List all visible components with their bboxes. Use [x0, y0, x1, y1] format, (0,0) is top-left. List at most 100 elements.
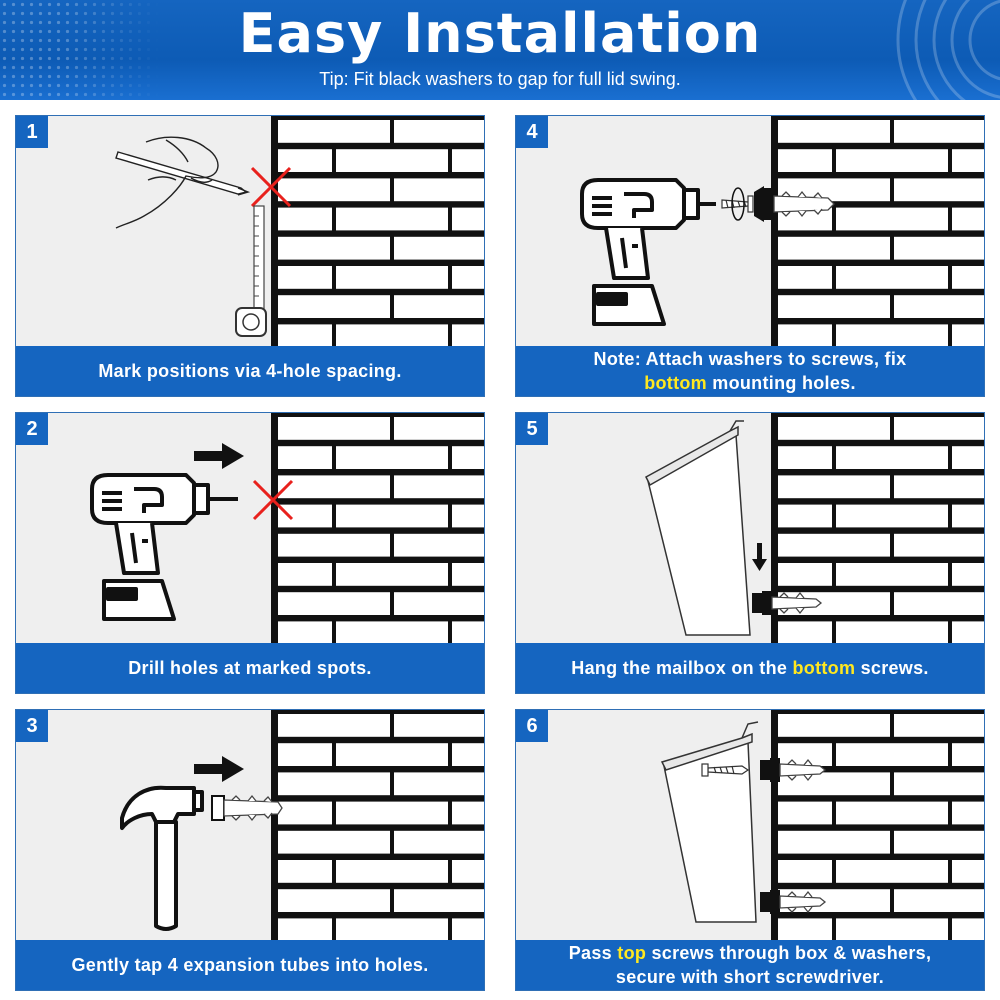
- brick: [894, 475, 984, 499]
- arrow-right-icon: [194, 443, 244, 469]
- brick: [778, 236, 890, 260]
- mailbox-icon: [660, 721, 759, 923]
- brick: [394, 120, 484, 143]
- expansion-tube-icon: [779, 890, 827, 914]
- brick: [778, 504, 832, 528]
- step-panel-5: 5 Hang the mailbox on the bottom screws.: [515, 412, 985, 694]
- brick: [336, 860, 448, 883]
- brick: [778, 714, 890, 737]
- brick: [278, 504, 332, 528]
- page-title: Easy Installation: [238, 2, 762, 65]
- brick: [278, 266, 332, 289]
- brick: [778, 621, 832, 645]
- brick: [278, 714, 390, 737]
- brick-wall-icon: [271, 710, 484, 942]
- brick: [278, 860, 332, 883]
- brick: [336, 801, 448, 825]
- brick: [278, 918, 332, 942]
- screw-icon: [701, 763, 750, 777]
- brick: [952, 446, 984, 469]
- brick: [452, 801, 484, 825]
- brick: [452, 149, 484, 172]
- brick: [894, 417, 984, 440]
- brick: [278, 295, 390, 318]
- brick: [336, 504, 448, 528]
- brick: [336, 324, 448, 348]
- brick: [836, 918, 948, 942]
- brick: [836, 621, 948, 645]
- brick: [894, 592, 984, 615]
- brick: [778, 533, 890, 557]
- washer-icon: [754, 186, 774, 222]
- brick: [394, 417, 484, 440]
- brick: [894, 295, 984, 318]
- step-number: 3: [16, 710, 48, 742]
- brick: [452, 860, 484, 883]
- arrow-down-icon: [752, 543, 767, 571]
- brick: [778, 860, 832, 883]
- brick: [778, 830, 890, 854]
- step-caption: Mark positions via 4-hole spacing.: [16, 346, 484, 396]
- brick: [278, 178, 390, 202]
- tape-measure-icon: [235, 205, 267, 337]
- expansion-tube-icon: [211, 794, 283, 822]
- step-panel-3: 3 Gently tap 4 expansion tubes into hole…: [15, 709, 485, 991]
- brick: [952, 504, 984, 528]
- brick: [836, 504, 948, 528]
- step-caption: Note: Attach washers to screws, fix bott…: [516, 346, 984, 396]
- brick: [278, 563, 332, 586]
- step-panel-2: 2 Drill holes at marked spots.: [15, 412, 485, 694]
- washer-icon: [752, 591, 772, 615]
- washer-icon: [760, 890, 780, 914]
- step-panel-1: 1 Mark positions via 4-hole spacing.: [15, 115, 485, 397]
- brick: [336, 266, 448, 289]
- brick: [952, 743, 984, 766]
- brick: [952, 324, 984, 348]
- brick: [394, 830, 484, 854]
- brick: [452, 324, 484, 348]
- brick: [894, 714, 984, 737]
- brick: [278, 120, 390, 143]
- brick: [394, 714, 484, 737]
- brick: [778, 417, 890, 440]
- brick: [278, 743, 332, 766]
- pencil-hand-icon: [115, 136, 251, 229]
- brick: [778, 324, 832, 348]
- brick: [894, 889, 984, 912]
- step-caption: Pass top screws through box & washers, s…: [516, 940, 984, 990]
- power-drill-icon: [580, 178, 716, 326]
- brick: [894, 178, 984, 202]
- brick-wall-icon: [771, 710, 984, 942]
- brick: [394, 533, 484, 557]
- brick: [278, 149, 332, 172]
- step-number: 1: [16, 116, 48, 148]
- header-banner: Easy Installation Tip: Fit black washers…: [0, 0, 1000, 100]
- dot-pattern: [0, 0, 160, 100]
- expansion-tube-icon: [771, 591, 823, 615]
- brick: [278, 417, 390, 440]
- brick: [778, 178, 890, 202]
- brick-wall-icon: [271, 116, 484, 348]
- step-number: 4: [516, 116, 548, 148]
- arrow-right-icon: [194, 756, 244, 782]
- brick: [836, 801, 948, 825]
- brick: [952, 918, 984, 942]
- brick: [452, 266, 484, 289]
- brick: [278, 533, 390, 557]
- expansion-tube-icon: [779, 758, 827, 782]
- brick: [452, 446, 484, 469]
- brick: [836, 446, 948, 469]
- brick: [394, 475, 484, 499]
- step-caption: Drill holes at marked spots.: [16, 643, 484, 693]
- brick: [336, 149, 448, 172]
- brick: [278, 801, 332, 825]
- brick: [778, 266, 832, 289]
- brick: [336, 207, 448, 231]
- screw-icon: [721, 187, 754, 221]
- brick: [452, 743, 484, 766]
- brick: [394, 592, 484, 615]
- expansion-tube-icon: [773, 190, 835, 218]
- brick: [278, 889, 390, 912]
- brick: [336, 621, 448, 645]
- power-drill-icon: [90, 473, 238, 621]
